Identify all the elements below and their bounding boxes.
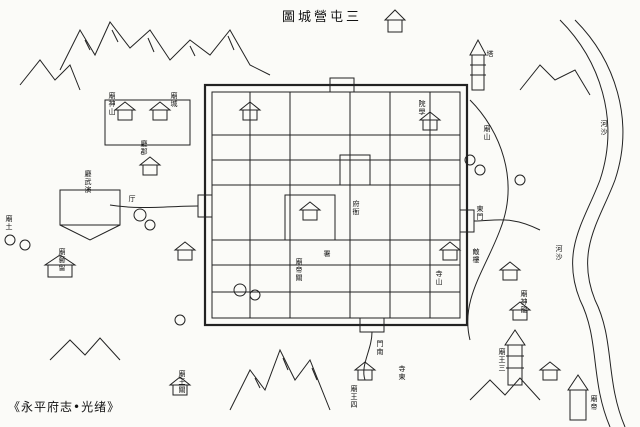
- road-south: [363, 331, 373, 381]
- label-south-temple: 寺東: [398, 365, 406, 381]
- label-bottom-center: 廟王四: [350, 385, 358, 409]
- label-big-temple: 寺山: [435, 270, 443, 286]
- label-xiangzhou: 廳郡: [140, 140, 148, 156]
- mountain-bottom: [229, 348, 331, 411]
- label-river-e: 河沙: [555, 245, 563, 261]
- label-temple-sw: 廟王關: [178, 370, 186, 394]
- label-pagoda-n: 塔: [486, 50, 494, 58]
- mountain-left: [19, 59, 81, 91]
- road-east: [473, 219, 541, 231]
- enclosure-nw: [104, 99, 191, 146]
- label-temple-se: 廟王三: [498, 348, 506, 372]
- central-office: [339, 154, 371, 186]
- label-gatehouse: 厅: [128, 195, 136, 203]
- building-cluster: [43, 9, 562, 396]
- city-wall-outer: [203, 83, 469, 327]
- mountain-right: [519, 64, 591, 96]
- label-hall-left: 廟神山: [108, 92, 116, 116]
- river-east: [559, 19, 611, 427]
- pagoda-north: [469, 38, 487, 91]
- label-temple-e: 廟神龍: [520, 290, 528, 314]
- stream-se: [467, 99, 509, 341]
- label-school: 院學: [418, 100, 426, 116]
- pagoda-bottom-right: [567, 374, 589, 421]
- pagoda-southeast: [504, 329, 526, 386]
- label-temple-w: 廟藝留: [58, 248, 66, 272]
- label-pagoda-e: 敵樓: [472, 248, 480, 264]
- label-east-gate: 東門: [476, 205, 484, 221]
- label-left-small: 廟土: [5, 215, 13, 231]
- label-office-center: 署: [323, 250, 331, 258]
- label-hall-left2: 廟城: [170, 92, 178, 108]
- label-east-top: 廟山: [483, 125, 491, 141]
- label-store-s: 廟帝關: [295, 258, 303, 282]
- yamen-compound: [284, 194, 336, 241]
- map-caption: 《永平府志•光绪》: [8, 400, 121, 414]
- label-official-hall: 府衙: [352, 200, 360, 216]
- mountain-bottom-right: [469, 377, 541, 401]
- north-gate: [329, 77, 355, 93]
- map-title: 圖城營屯三: [282, 10, 363, 25]
- label-south-gate: 門南: [376, 340, 384, 356]
- label-river-ne: 河沙: [600, 120, 608, 136]
- mountain-bottom-left: [49, 337, 121, 361]
- label-bottom-right: 廟帝: [590, 395, 598, 411]
- drill-ground: [59, 189, 121, 226]
- tree-markers: [4, 154, 526, 326]
- label-drill-hall: 廳武演: [84, 170, 92, 194]
- road-west: [109, 204, 199, 209]
- mountain-range-top: [59, 21, 271, 76]
